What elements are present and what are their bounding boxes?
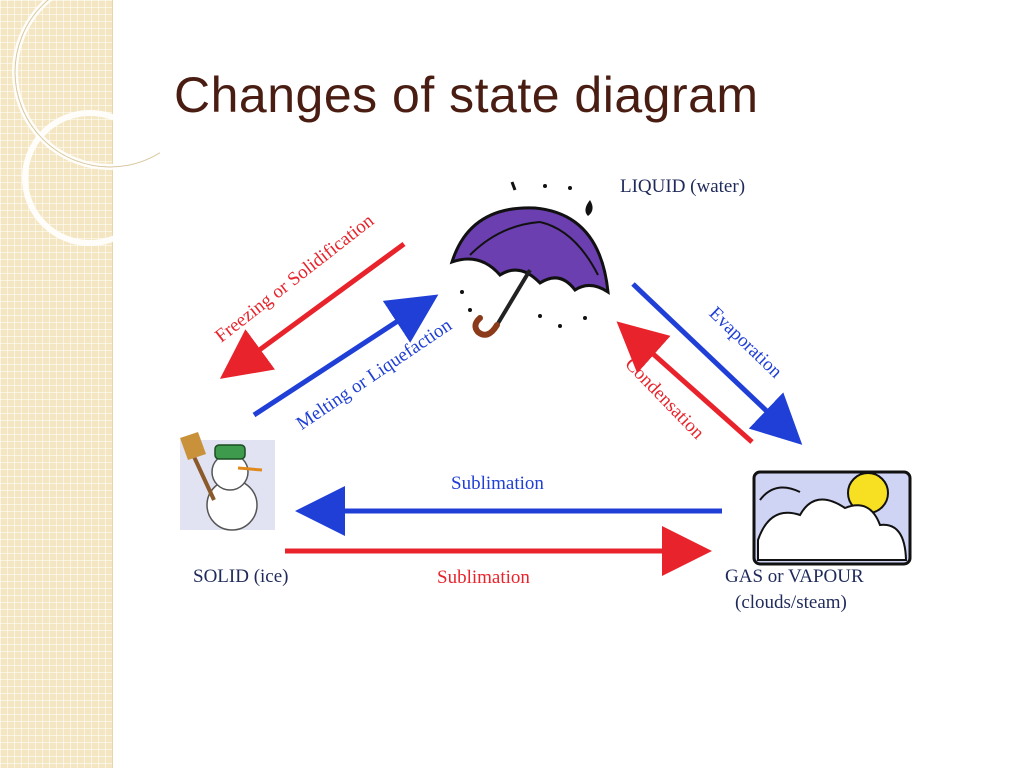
melting-arrow	[252, 294, 439, 418]
liquid-label: LIQUID (water)	[620, 176, 746, 197]
decorative-side-strip	[0, 0, 113, 768]
evaporation-arrow	[631, 282, 803, 445]
gas-label-line2: (clouds/steam)	[735, 592, 847, 613]
snowman-icon	[180, 432, 275, 531]
page-title: Changes of state diagram	[174, 67, 759, 123]
sublimation-bottom-label: Sublimation	[437, 567, 530, 588]
solid-label: SOLID (ice)	[193, 566, 289, 587]
condensation-arrow	[616, 321, 754, 444]
decorative-rings	[12, 0, 160, 246]
clouds-sun-icon	[752, 470, 912, 566]
gas-label-line1: GAS or VAPOUR	[725, 566, 864, 587]
freezing-arrow	[219, 241, 406, 379]
sublimation-top-label: Sublimation	[451, 473, 544, 494]
umbrella-rain-icon	[449, 181, 610, 338]
